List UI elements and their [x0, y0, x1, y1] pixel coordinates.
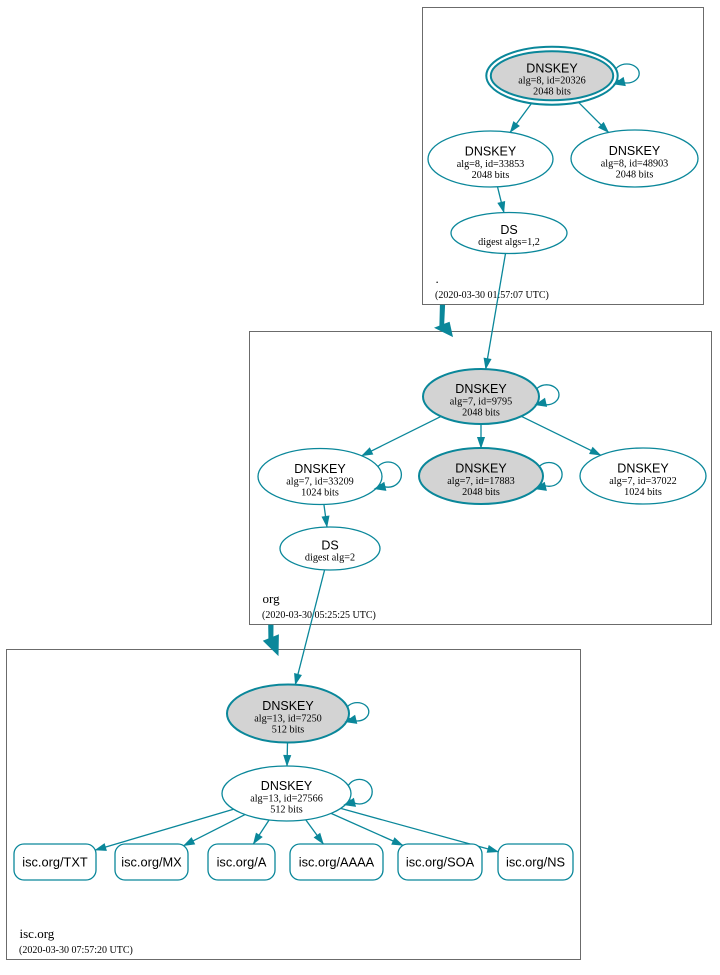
svg-text:2048 bits: 2048 bits [472, 170, 510, 181]
svg-text:(2020-03-30 01:57:07 UTC): (2020-03-30 01:57:07 UTC) [435, 290, 549, 301]
svg-text:isc.org/SOA: isc.org/SOA [406, 854, 475, 869]
svg-text:DS: DS [321, 539, 338, 553]
svg-text:isc.org/MX: isc.org/MX [121, 854, 182, 869]
svg-text:alg=8, id=48903: alg=8, id=48903 [601, 159, 669, 170]
svg-text:1024 bits: 1024 bits [301, 488, 339, 499]
svg-text:alg=8, id=20326: alg=8, id=20326 [518, 76, 586, 87]
svg-text:2048 bits: 2048 bits [462, 487, 500, 498]
svg-text:isc.org: isc.org [20, 926, 55, 941]
svg-text:alg=7, id=33209: alg=7, id=33209 [286, 477, 354, 488]
svg-text:alg=13, id=27566: alg=13, id=27566 [250, 794, 323, 805]
svg-text:(2020-03-30 05:25:25 UTC): (2020-03-30 05:25:25 UTC) [262, 610, 376, 621]
svg-text:isc.org/TXT: isc.org/TXT [22, 854, 88, 869]
svg-text:2048 bits: 2048 bits [462, 408, 500, 419]
svg-text:alg=7, id=17883: alg=7, id=17883 [447, 476, 515, 487]
svg-text:alg=8, id=33853: alg=8, id=33853 [457, 159, 525, 170]
svg-text:512 bits: 512 bits [272, 725, 305, 736]
svg-text:DNSKEY: DNSKEY [465, 145, 517, 159]
svg-text:isc.org/NS: isc.org/NS [506, 854, 565, 869]
svg-text:digest alg=2: digest alg=2 [305, 553, 355, 564]
svg-text:isc.org/AAAA: isc.org/AAAA [299, 854, 375, 869]
svg-text:DNSKEY: DNSKEY [617, 462, 669, 476]
svg-text:2048 bits: 2048 bits [533, 87, 571, 98]
svg-text:DNSKEY: DNSKEY [261, 779, 313, 793]
svg-text:DNSKEY: DNSKEY [294, 462, 346, 476]
svg-text:.: . [436, 271, 439, 286]
svg-text:isc.org/A: isc.org/A [217, 854, 267, 869]
svg-text:DNSKEY: DNSKEY [455, 462, 507, 476]
svg-text:2048 bits: 2048 bits [616, 170, 654, 181]
svg-text:512 bits: 512 bits [270, 805, 303, 816]
svg-text:alg=13, id=7250: alg=13, id=7250 [254, 714, 322, 725]
svg-text:DNSKEY: DNSKEY [609, 144, 661, 158]
svg-text:DS: DS [500, 223, 517, 237]
svg-text:1024 bits: 1024 bits [624, 487, 662, 498]
svg-text:DNSKEY: DNSKEY [526, 61, 578, 75]
svg-text:org: org [263, 591, 281, 606]
svg-text:digest algs=1,2: digest algs=1,2 [478, 237, 540, 248]
svg-text:DNSKEY: DNSKEY [455, 382, 507, 396]
svg-text:alg=7, id=9795: alg=7, id=9795 [450, 397, 512, 408]
svg-text:alg=7, id=37022: alg=7, id=37022 [609, 476, 677, 487]
svg-text:(2020-03-30 07:57:20 UTC): (2020-03-30 07:57:20 UTC) [19, 945, 133, 956]
svg-text:DNSKEY: DNSKEY [262, 699, 314, 713]
